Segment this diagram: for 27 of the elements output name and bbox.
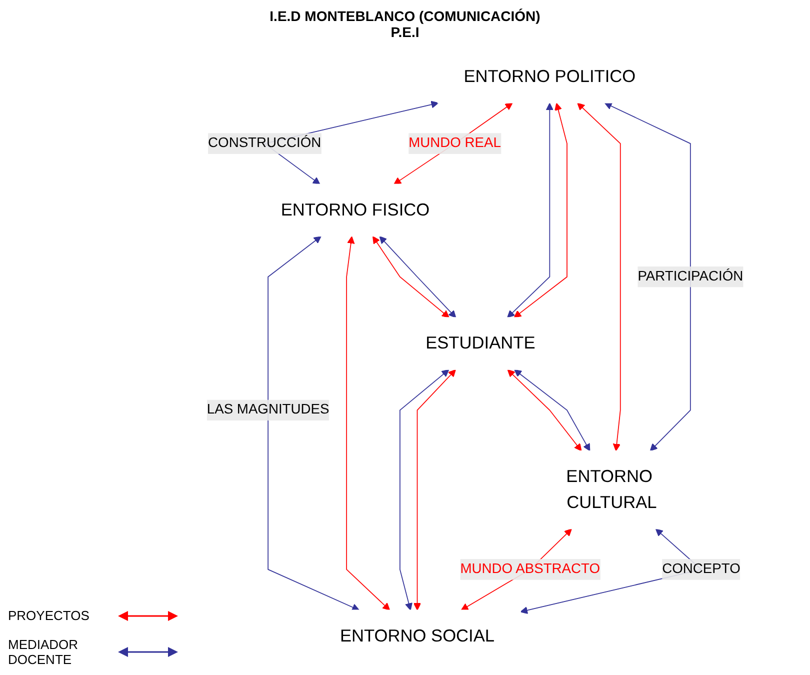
arrow [514,102,568,318]
node-text: ENTORNO CULTURAL [566,467,657,512]
legend-label: PROYECTOS [8,608,90,623]
legend-label: MEDIADOR DOCENTE [8,637,80,667]
node-text: ENTORNO FISICO [280,200,430,220]
arrow [413,369,456,610]
arrow [400,369,450,610]
node-text: ENTORNO SOCIAL [340,626,495,646]
edge-label: MUNDO REAL [408,136,501,150]
arrow [268,236,360,611]
diagram-title: I.E.D MONTEBLANCO (COMUNICACIÓN) P.E.I [268,8,542,40]
arrow [372,236,450,318]
edge-label: CONSTRUCCIÓN [208,136,322,150]
arrow [507,369,582,452]
arrow [507,102,554,318]
edge-label: PARTICIPACIÓN [638,269,744,284]
arrow [346,236,390,610]
edge-label: MUNDO ABSTRACTO [460,562,600,576]
arrow [604,102,691,452]
arrow [514,369,590,452]
node-text: ESTUDIANTE [426,334,536,354]
edge-label: CONCEPTO [662,562,740,576]
node-text: ENTORNO POLITICO [464,67,636,86]
arrow [379,236,456,318]
arrow [394,102,513,185]
edge-label: LAS MAGNITUDES [206,402,330,418]
arrow [577,102,621,452]
